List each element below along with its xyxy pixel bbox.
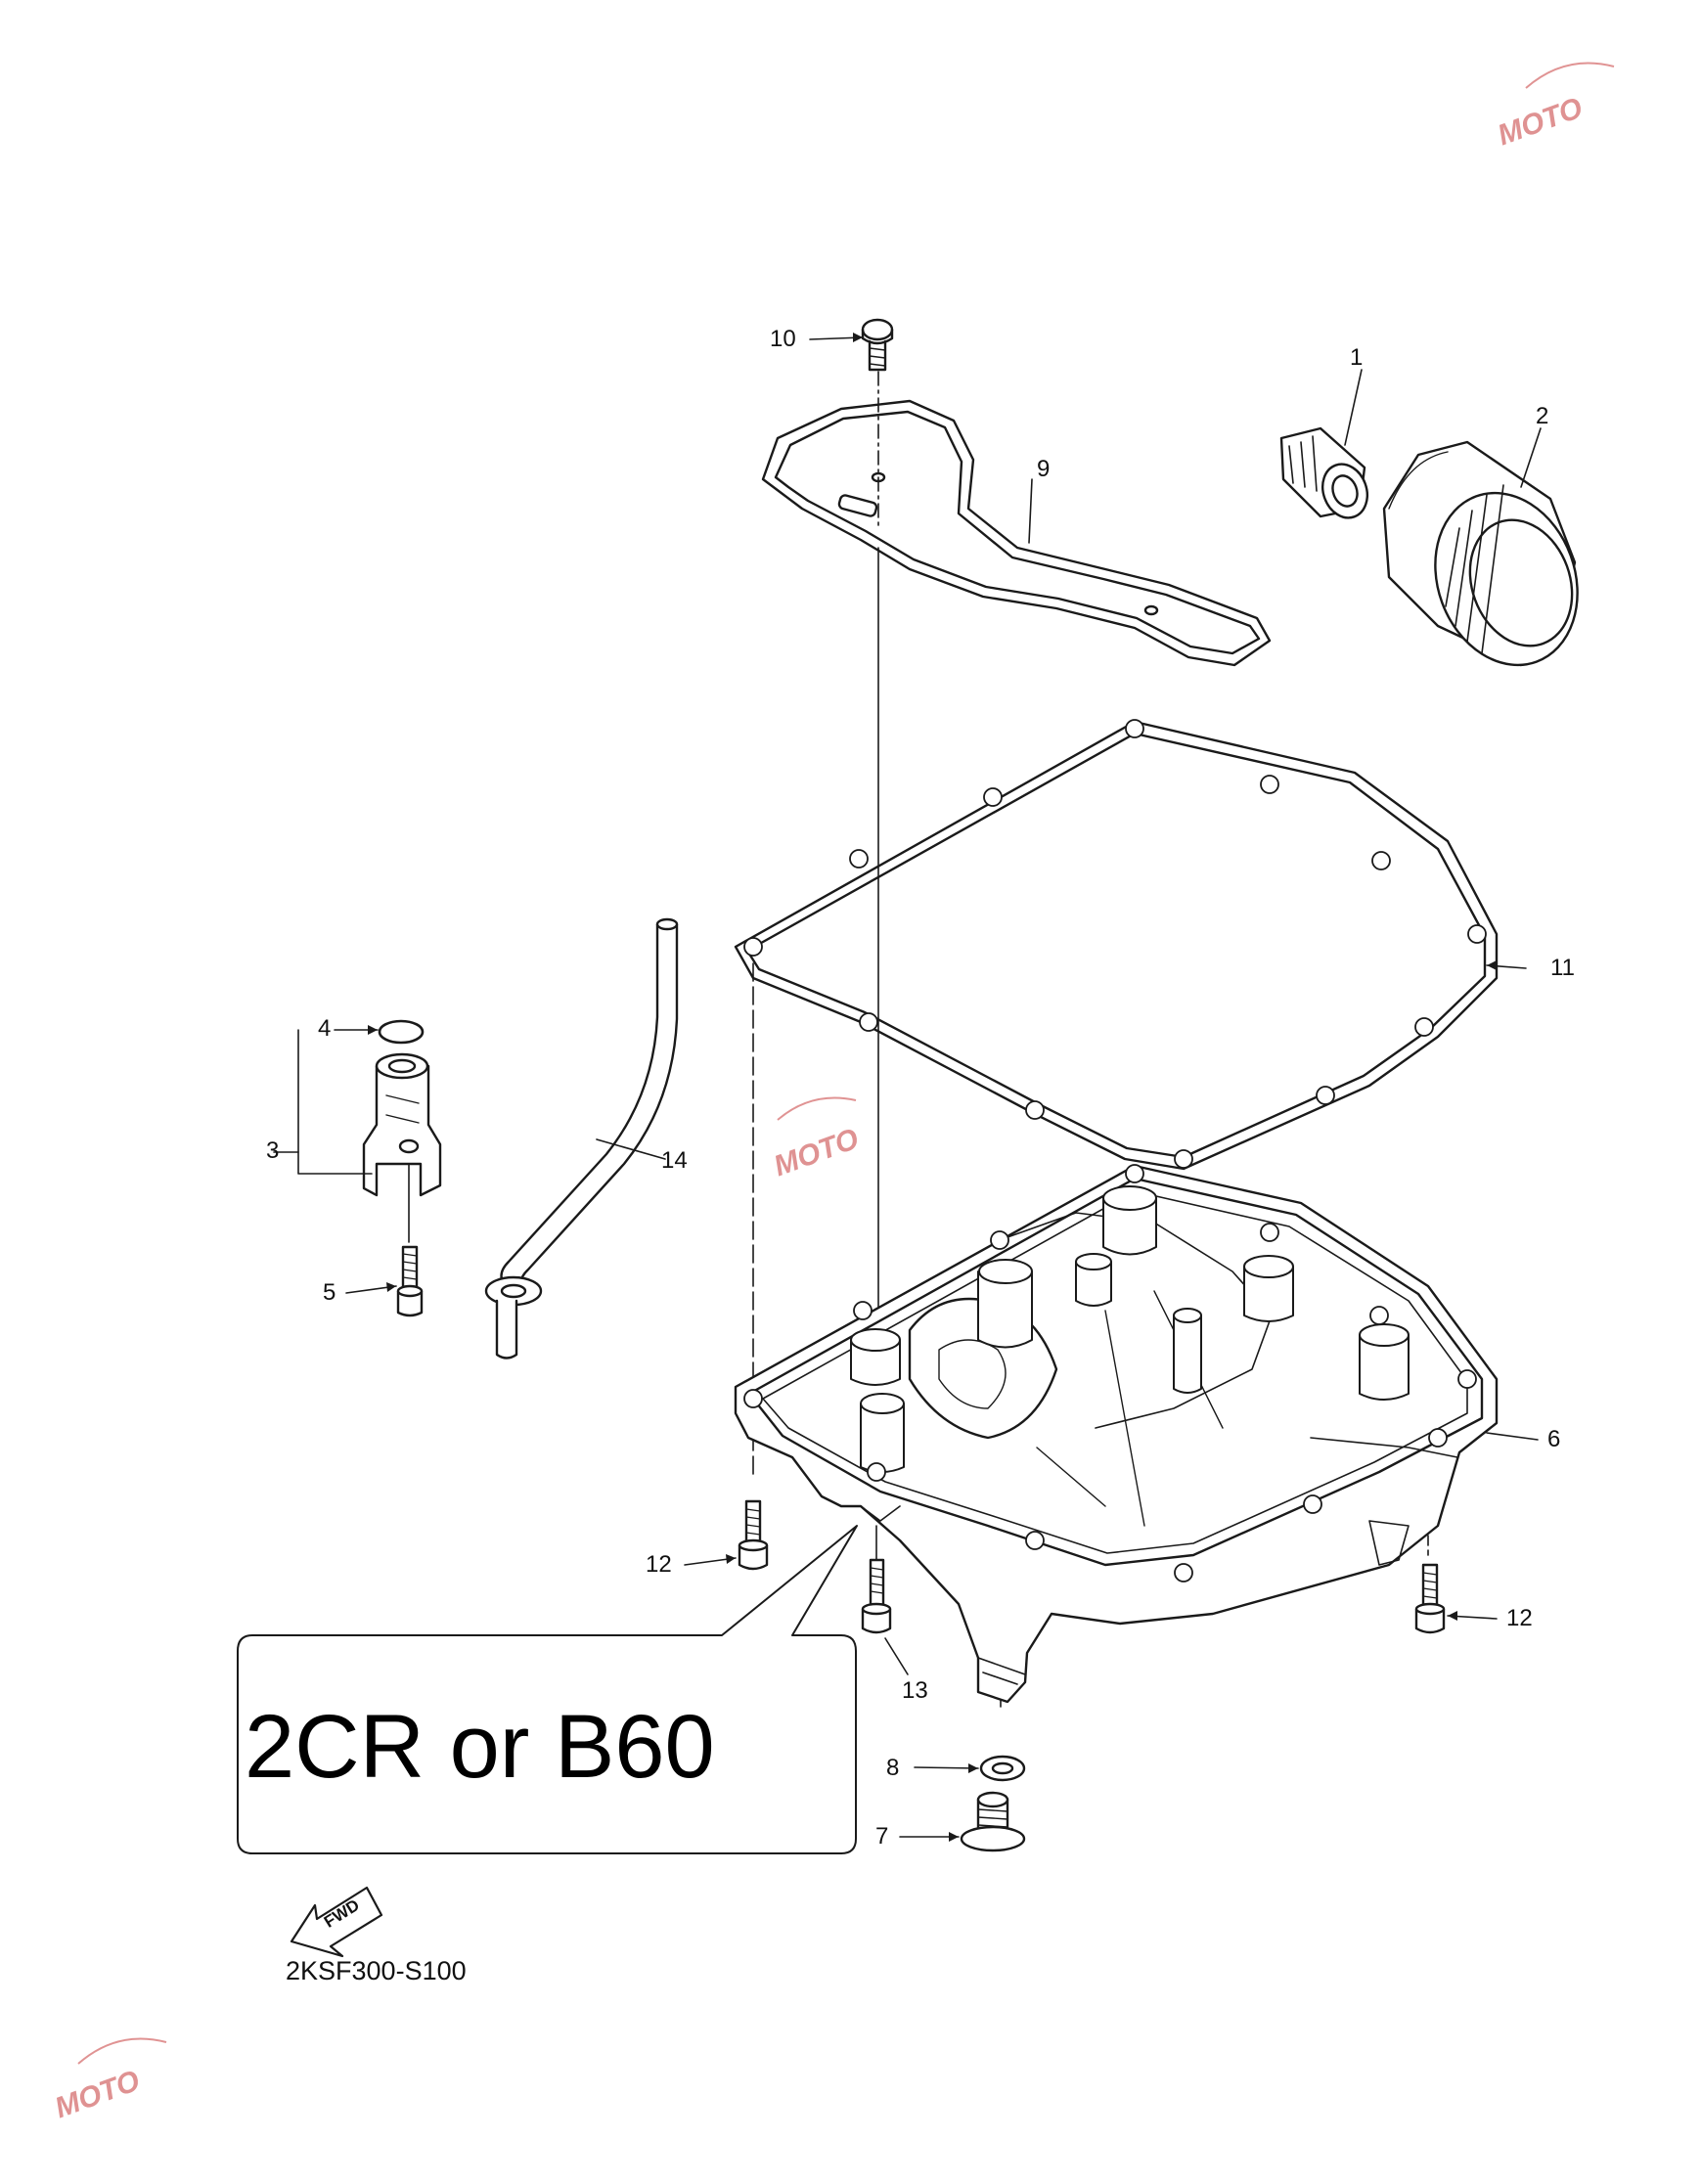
part-label-10: 10 <box>770 326 796 352</box>
oil-pan-6 <box>734 1164 1499 1704</box>
part-label-3: 3 <box>266 1137 280 1164</box>
union-bolt-1 <box>1279 426 1368 519</box>
part-label-5: 5 <box>323 1279 336 1306</box>
oil-pipe-14 <box>484 917 679 1359</box>
o-ring-4 <box>378 1019 425 1045</box>
bolt-13 <box>861 1558 892 1634</box>
strainer-3 <box>362 1052 442 1197</box>
part-label-8: 8 <box>886 1755 900 1781</box>
part-label-4: 4 <box>318 1015 332 1042</box>
oil-filter-2 <box>1382 440 1579 667</box>
part-label-6: 6 <box>1547 1426 1561 1452</box>
part-label-12-left: 12 <box>646 1551 672 1578</box>
leader-arrowheads <box>368 333 1497 1842</box>
part-label-7: 7 <box>875 1823 889 1850</box>
oil-pan-gasket-11 <box>734 719 1499 1171</box>
label-leaders <box>273 336 1542 1838</box>
washer-8 <box>979 1755 1026 1782</box>
callout-box <box>237 1525 858 1854</box>
baffle-plate-9 <box>761 399 1272 667</box>
part-label-13: 13 <box>902 1677 928 1704</box>
part-label-12-right: 12 <box>1506 1605 1533 1631</box>
part-label-9: 9 <box>1037 456 1051 482</box>
bolt-5 <box>396 1245 424 1317</box>
bolt-12-right <box>1414 1563 1446 1634</box>
fwd-arrow <box>290 1886 383 1958</box>
drain-plug-7 <box>960 1791 1026 1852</box>
drawing-code: 2KSF300-S100 <box>286 1956 467 1985</box>
part-label-1: 1 <box>1350 344 1364 371</box>
callout-model-text: 2CR or B60 <box>245 1697 715 1797</box>
bolt-10 <box>861 318 894 372</box>
bolt-12-left <box>738 1499 769 1571</box>
part-label-2: 2 <box>1536 403 1549 429</box>
watermark-marks <box>77 62 1615 2065</box>
part-label-11: 11 <box>1550 955 1575 981</box>
part-label-14: 14 <box>661 1147 688 1174</box>
